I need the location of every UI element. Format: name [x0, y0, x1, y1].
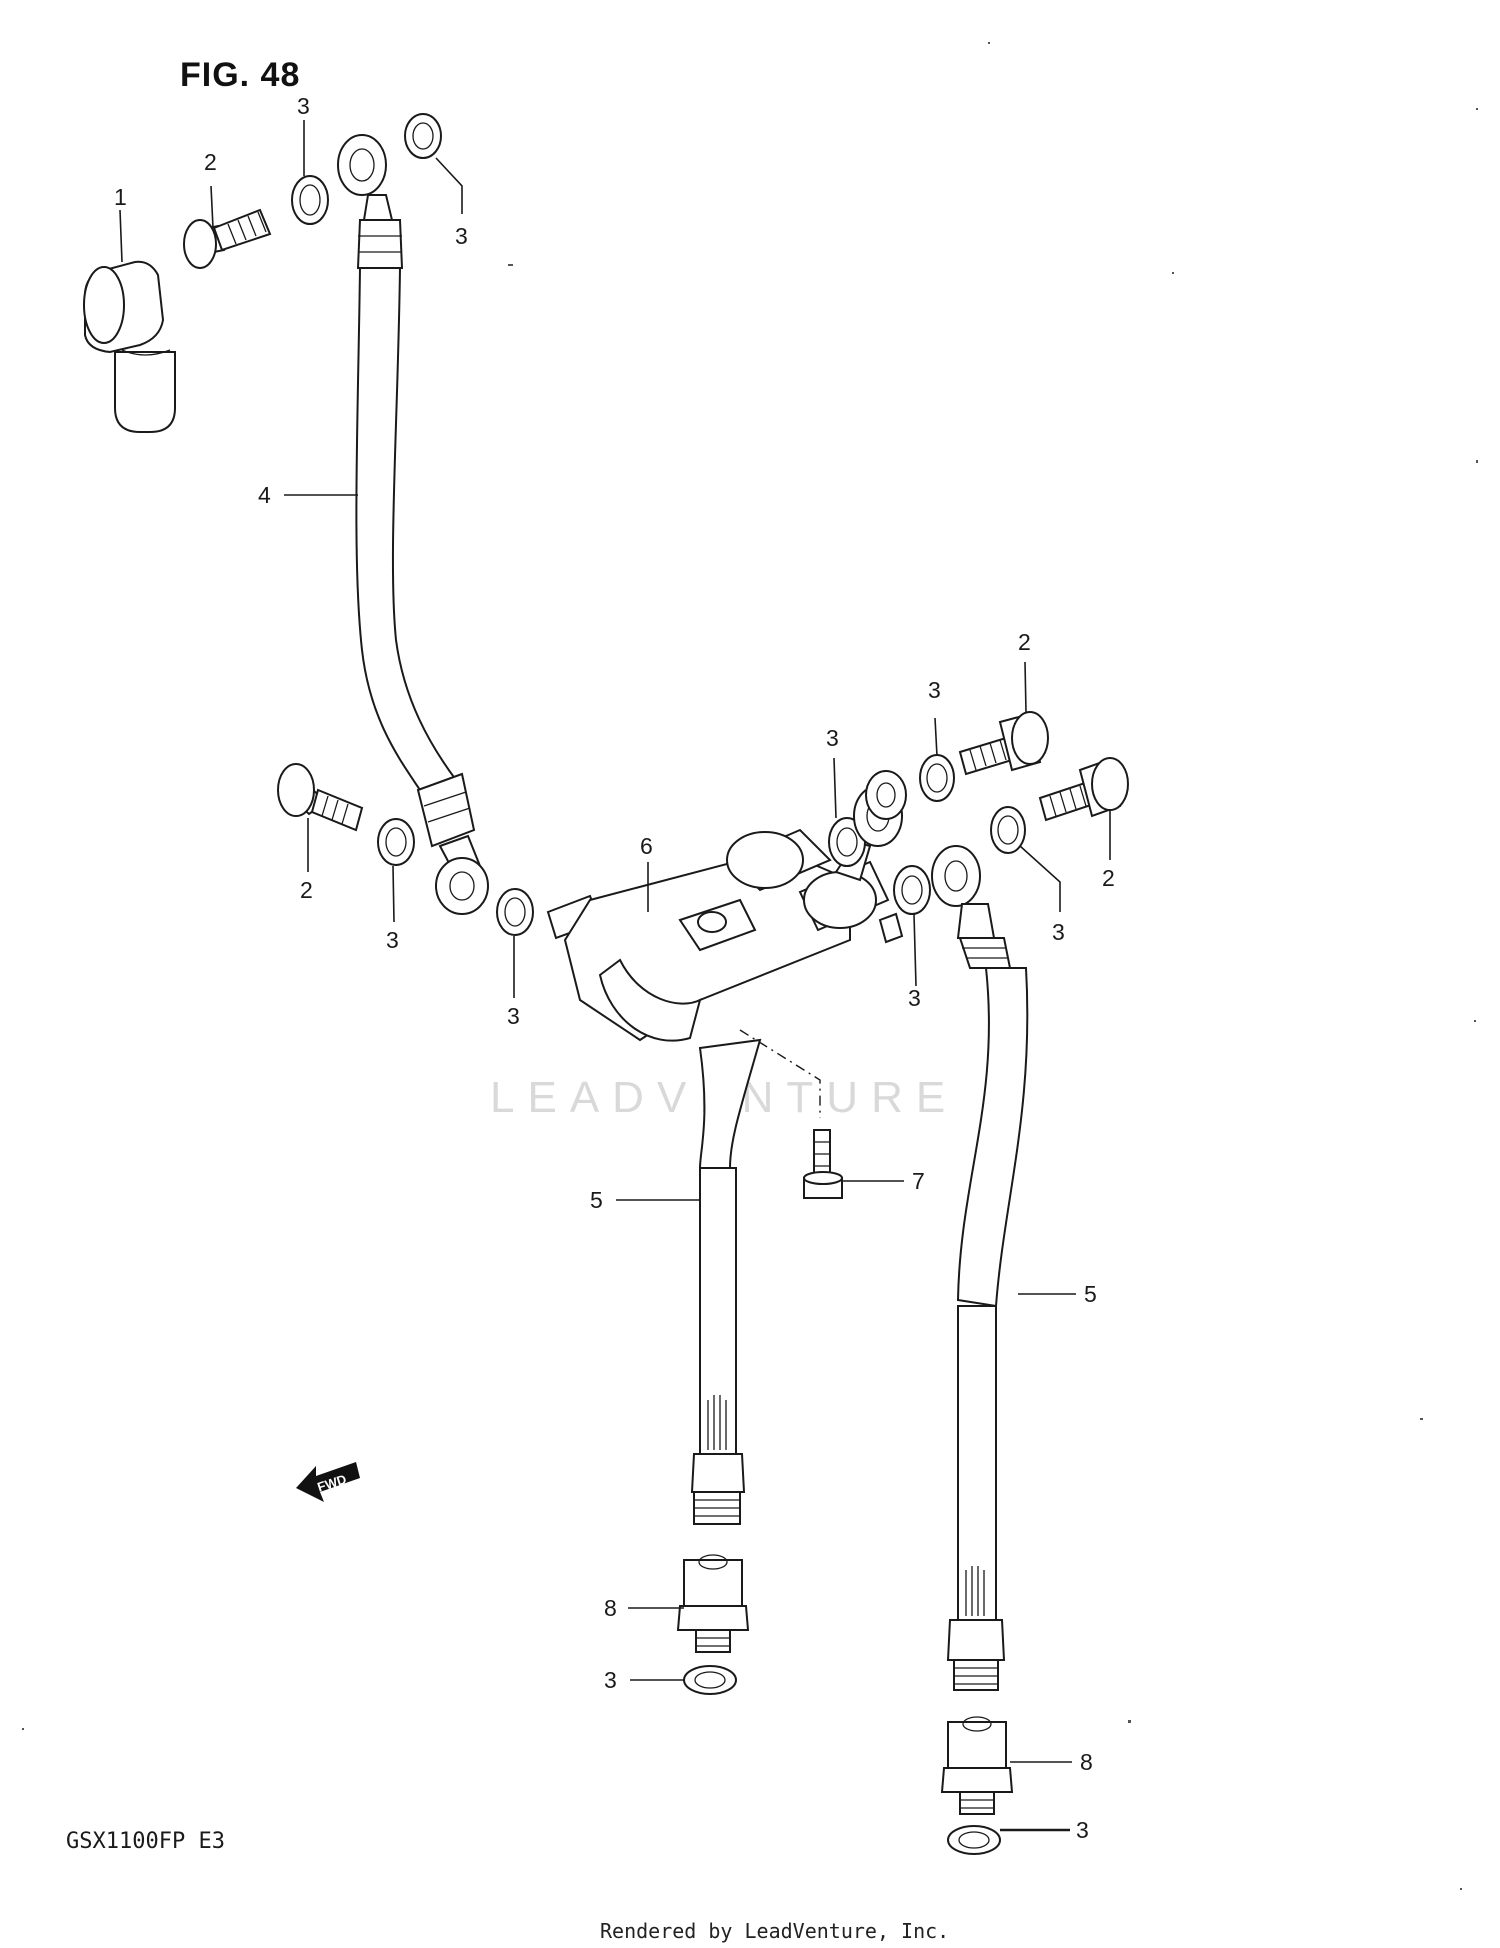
part-5-brake-hose-left	[690, 1038, 762, 1525]
callout-numbers: 1 2 3 3 4 2 3 3 6 3 3 2 3 2 3 5 7 5 8 3 …	[114, 93, 1115, 1843]
callout-3-top-a: 3	[297, 93, 310, 119]
part-1-elbow-cap	[83, 260, 176, 433]
part-3-washer-d	[496, 888, 534, 936]
callout-3-left-b: 3	[507, 1003, 520, 1029]
callout-8-right: 8	[1080, 1749, 1093, 1775]
callout-2-right-upper: 2	[1018, 629, 1031, 655]
part-3-washer-b	[404, 113, 442, 159]
callout-4: 4	[258, 482, 271, 508]
part-8-union-left	[676, 1554, 750, 1653]
callout-6: 6	[640, 833, 653, 859]
callout-3-bottom-right: 3	[1076, 1817, 1089, 1843]
callout-5-left: 5	[590, 1187, 603, 1213]
model-code: GSX1100FP E3	[66, 1829, 225, 1854]
callout-2-right-lower: 2	[1102, 865, 1115, 891]
part-2-banjo-bolt-left	[277, 763, 364, 832]
part-8-union-right	[940, 1716, 1014, 1815]
part-3-washer-g	[919, 754, 955, 802]
part-7-bolt	[803, 1129, 843, 1199]
part-5-brake-hose-right	[931, 845, 1029, 1691]
part-3-washer-f	[893, 865, 931, 915]
part-2-banjo-bolt-top	[183, 208, 272, 269]
callout-8-left: 8	[604, 1595, 617, 1621]
callout-3-right-b: 3	[908, 985, 921, 1011]
callout-3-left-a: 3	[386, 927, 399, 953]
part-6-three-way-joint	[546, 828, 904, 1118]
scan-specks	[22, 42, 1478, 1890]
callout-5-right: 5	[1084, 1281, 1097, 1307]
callout-7: 7	[912, 1168, 925, 1194]
callout-3-bottom-left: 3	[604, 1667, 617, 1693]
part-3-washer-a	[291, 175, 329, 225]
figure-title: FIG. 48	[180, 56, 300, 94]
part-2-banjo-bolt-right-upper	[958, 711, 1049, 776]
callout-2-left: 2	[300, 877, 313, 903]
part-3-washer-i	[683, 1665, 737, 1695]
leader-lines	[119, 120, 1111, 1832]
callout-2-top: 2	[204, 149, 217, 175]
part-3-washer-j	[947, 1825, 1001, 1855]
part-3-washer-h	[990, 806, 1026, 854]
callout-3-top-b: 3	[455, 223, 468, 249]
callout-3-mid-a: 3	[826, 725, 839, 751]
part-3-washer-c	[377, 818, 415, 866]
callout-3-mid-b: 3	[928, 677, 941, 703]
part-4-upper-brake-hose	[337, 134, 489, 915]
callout-3-right-a: 3	[1052, 919, 1065, 945]
fwd-arrow-icon: FWD	[296, 1462, 360, 1502]
callout-1: 1	[114, 184, 127, 210]
footer-credit: Rendered by LeadVenture, Inc.	[600, 1919, 949, 1943]
joint-banjo-eyes	[853, 770, 907, 847]
part-2-banjo-bolt-right-lower	[1038, 757, 1129, 822]
